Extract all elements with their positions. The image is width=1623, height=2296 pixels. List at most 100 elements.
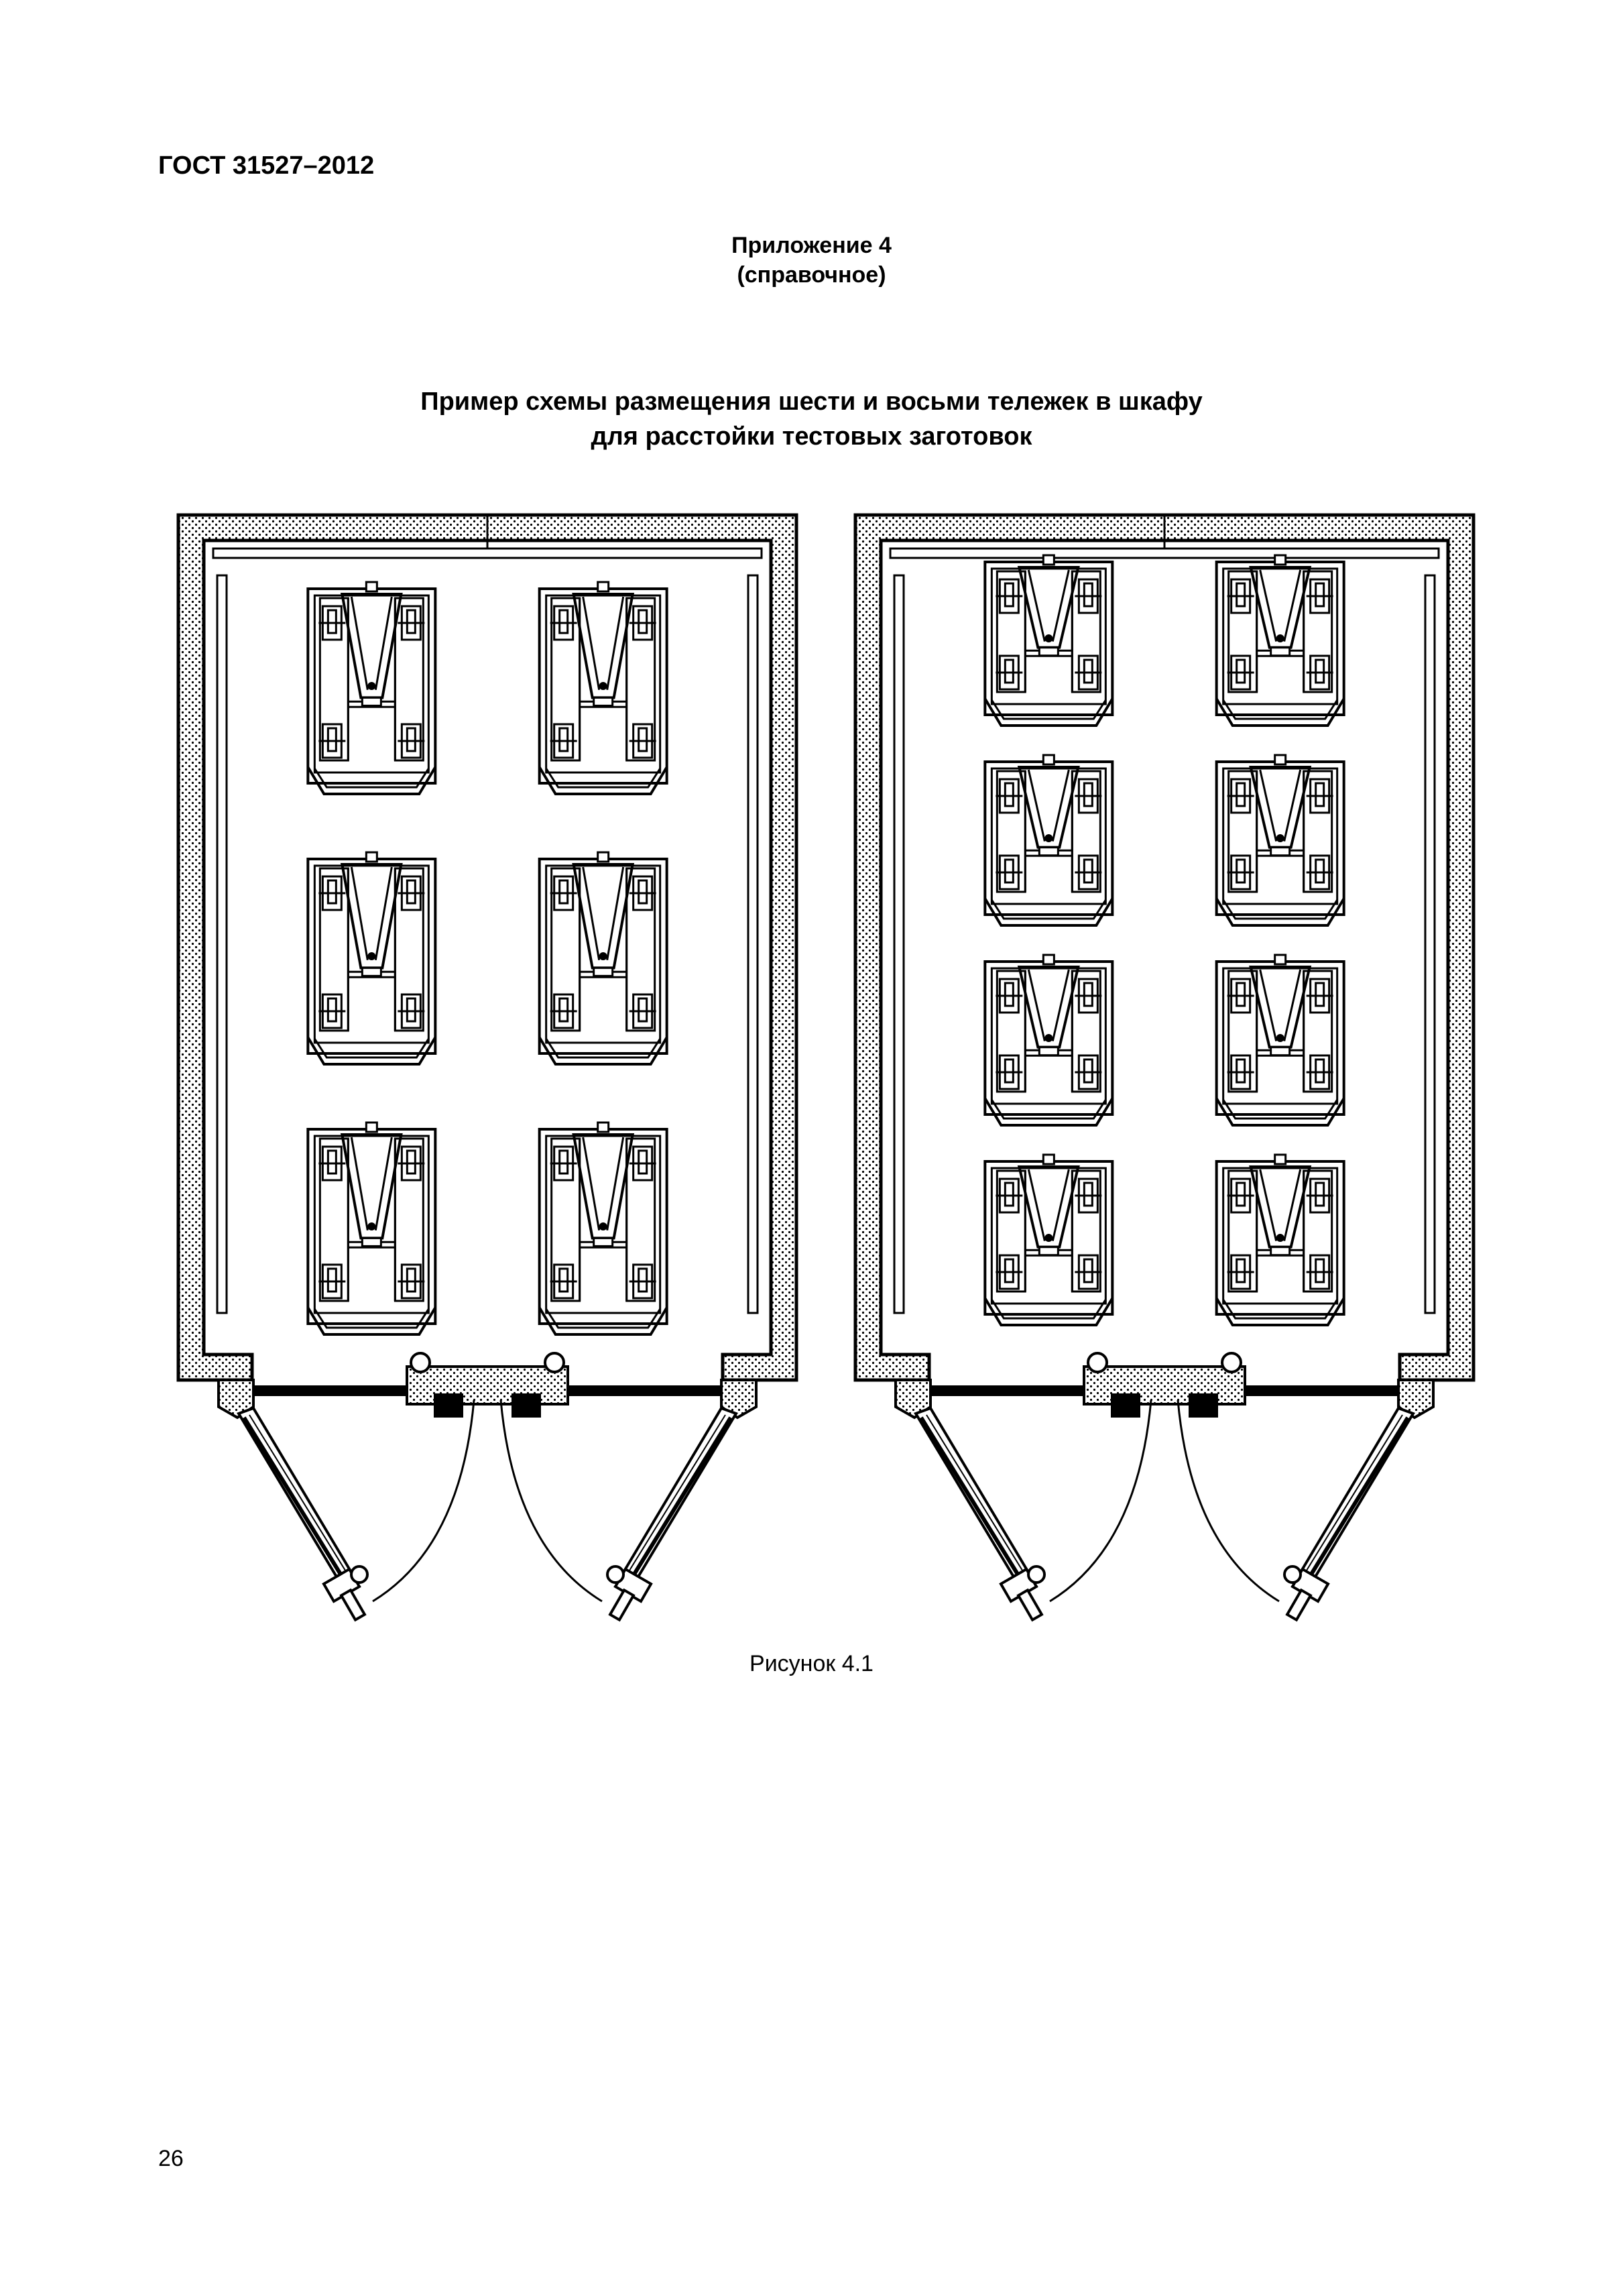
annex-heading: Приложение 4 (справочное) — [0, 231, 1623, 290]
cabinet-wall — [853, 513, 1476, 1382]
trolley-wheel — [629, 1145, 656, 1182]
cabinet-wall — [176, 513, 798, 1382]
trolley — [983, 954, 1114, 1127]
trolley-wheel — [318, 723, 346, 759]
trolley-wheel — [1075, 778, 1102, 814]
trolley — [306, 581, 437, 795]
trolley-wheel — [1075, 854, 1102, 891]
door-panel-right — [1245, 1385, 1400, 1396]
trolley-wheel — [1075, 578, 1102, 614]
trolley-wheel — [1306, 978, 1333, 1014]
trolley-wheel — [1075, 1178, 1102, 1214]
door-panel-right — [568, 1385, 723, 1396]
trolley-wheel — [996, 1178, 1023, 1214]
trolley-wheel — [398, 1263, 425, 1300]
trolley-wheel — [318, 1263, 346, 1300]
trolley-wheel — [318, 1145, 346, 1182]
trolley-wheel — [629, 875, 656, 911]
figure-caption: Рисунок 4.1 — [749, 1651, 874, 1676]
trolley-wheel — [1075, 978, 1102, 1014]
trolley-wheel — [996, 854, 1023, 891]
door-lock-left — [434, 1393, 463, 1418]
trolley-wheel — [996, 1254, 1023, 1290]
trolley-wheel — [398, 723, 425, 759]
page-number: 26 — [158, 2146, 184, 2171]
door-jamb-right — [1397, 1379, 1435, 1420]
door-jamb-right — [720, 1379, 758, 1420]
trolley-wheel — [550, 993, 577, 1029]
trolley-wheel — [1306, 654, 1333, 691]
trolley-wheel — [629, 1263, 656, 1300]
trolley — [1215, 1153, 1345, 1326]
trolley-wheel — [1306, 778, 1333, 814]
trolley-wheel — [1227, 1054, 1254, 1090]
trolley-wheel — [398, 605, 425, 641]
trolley — [1215, 954, 1345, 1127]
open-door-left — [914, 1406, 1046, 1622]
door-hinge — [410, 1352, 431, 1373]
trolley — [1215, 754, 1345, 927]
door-panel-left — [929, 1385, 1084, 1396]
cabinet-eight-trolleys — [853, 513, 1476, 1622]
trolley-wheel — [550, 723, 577, 759]
door-lock-right — [1189, 1393, 1218, 1418]
trolley-wheel — [1075, 1054, 1102, 1090]
trolley — [538, 1121, 668, 1336]
trolley — [983, 1153, 1114, 1326]
trolley — [538, 581, 668, 795]
figure-title: Пример схемы размещения шести и восьми т… — [0, 384, 1623, 454]
top-rail — [212, 547, 763, 559]
trolley-wheel — [1227, 1254, 1254, 1290]
cabinet-six-trolleys — [176, 513, 798, 1622]
door-hinge — [1087, 1352, 1108, 1373]
door-swing-arc-right — [1177, 1399, 1280, 1603]
trolley — [538, 851, 668, 1066]
annex-status: (справочное) — [737, 262, 886, 288]
trolley-wheel — [1227, 778, 1254, 814]
figure-title-line-2: для расстойки тестовых заготовок — [591, 422, 1032, 451]
open-door-right — [1283, 1406, 1415, 1622]
trolley-wheel — [1227, 578, 1254, 614]
trolley-wheel — [1306, 578, 1333, 614]
trolley-wheel — [550, 875, 577, 911]
door-lock-right — [512, 1393, 541, 1418]
trolley-wheel — [996, 654, 1023, 691]
trolley-wheel — [1227, 978, 1254, 1014]
trolley — [983, 754, 1114, 927]
trolley-wheel — [1227, 1178, 1254, 1214]
trolley-wheel — [1075, 1254, 1102, 1290]
trolley-wheel — [550, 605, 577, 641]
trolley-wheel — [629, 605, 656, 641]
trolley-wheel — [398, 1145, 425, 1182]
trolley-wheel — [996, 778, 1023, 814]
door-swing-arc-left — [372, 1399, 475, 1603]
trolley-wheel — [1306, 1054, 1333, 1090]
door-hinge — [1221, 1352, 1242, 1373]
trolley-wheel — [996, 1054, 1023, 1090]
door-hinge — [544, 1352, 565, 1373]
trolley-wheel — [318, 875, 346, 911]
trolley-wheel — [398, 993, 425, 1029]
trolley-wheel — [629, 993, 656, 1029]
trolley — [1215, 554, 1345, 727]
trolley — [306, 851, 437, 1066]
trolley-wheel — [318, 993, 346, 1029]
side-rail-right — [747, 574, 759, 1314]
trolley-wheel — [1227, 654, 1254, 691]
trolley — [306, 1121, 437, 1336]
figure-title-line-1: Пример схемы размещения шести и восьми т… — [420, 388, 1203, 416]
trolley-wheel — [1306, 854, 1333, 891]
side-rail-left — [216, 574, 228, 1314]
trolley-wheel — [996, 978, 1023, 1014]
door-pillar — [1083, 1365, 1246, 1405]
trolley-wheel — [1075, 654, 1102, 691]
trolley-wheel — [996, 578, 1023, 614]
trolley-wheel — [1306, 1178, 1333, 1214]
trolley-wheel — [550, 1263, 577, 1300]
door-panel-left — [252, 1385, 407, 1396]
trolley — [983, 554, 1114, 727]
trolley-wheel — [1306, 1254, 1333, 1290]
door-swing-arc-left — [1049, 1399, 1152, 1603]
trolley-wheel — [550, 1145, 577, 1182]
